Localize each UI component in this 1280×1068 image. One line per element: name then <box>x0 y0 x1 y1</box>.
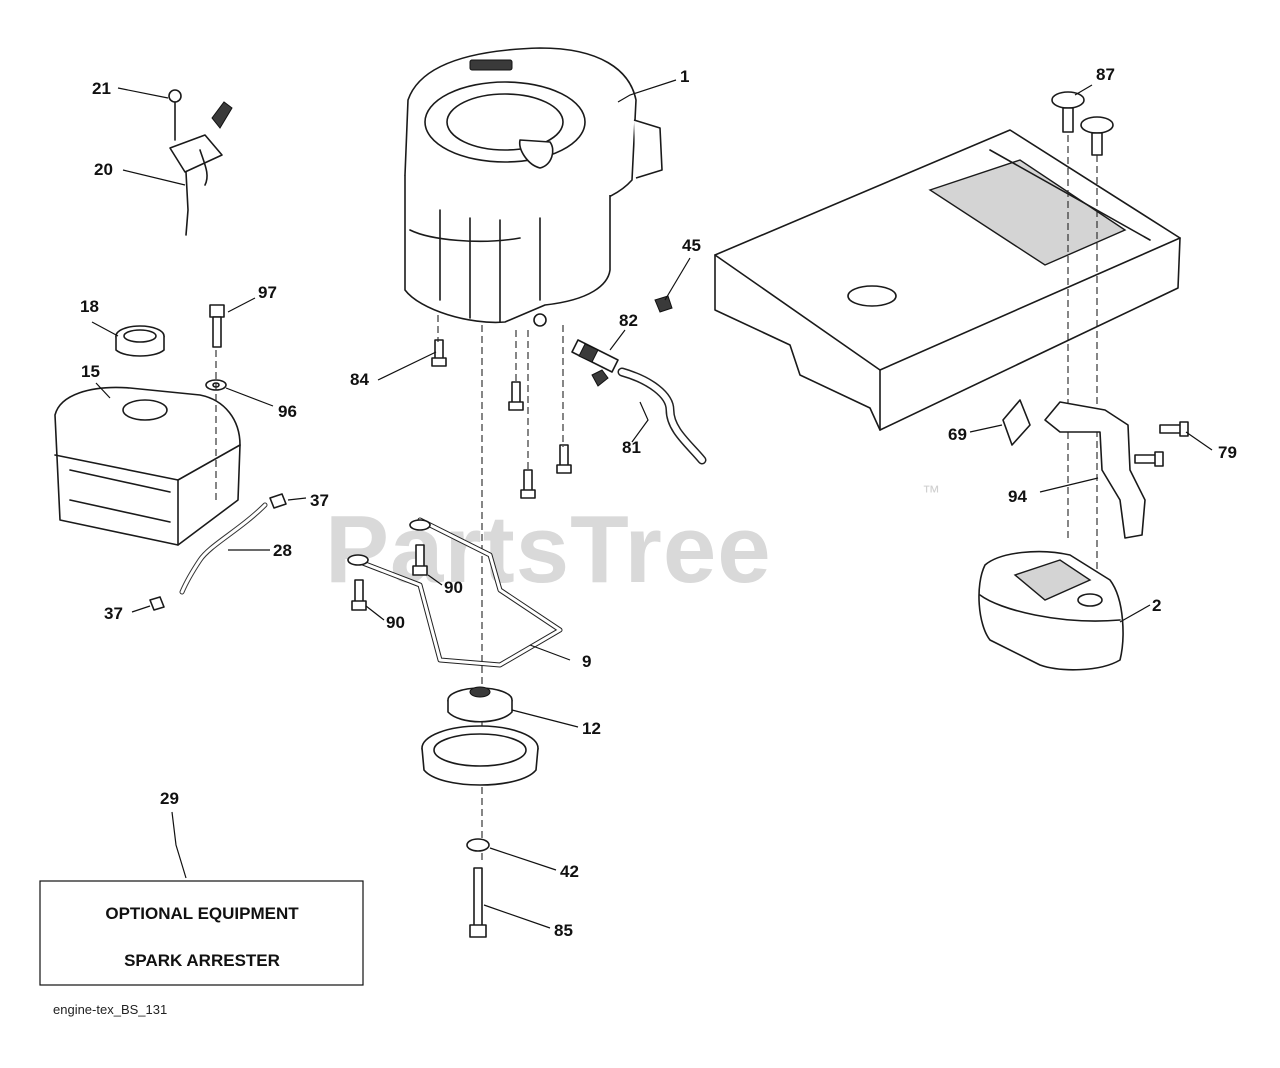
spark-arrester-label: SPARK ARRESTER <box>124 951 280 970</box>
fuel-tank[interactable] <box>54 386 241 546</box>
pulley-small[interactable] <box>447 686 513 723</box>
callout-94[interactable]: 94 <box>1008 487 1027 506</box>
callout-1[interactable]: 1 <box>680 67 689 86</box>
watermark: PartsTree <box>325 496 772 603</box>
bracket-9[interactable] <box>347 517 563 668</box>
callout-81[interactable]: 81 <box>622 438 641 457</box>
callout-29[interactable]: 29 <box>160 789 179 808</box>
callout-97[interactable]: 97 <box>258 283 277 302</box>
callout-90-top[interactable]: 90 <box>444 578 463 597</box>
callout-21[interactable]: 21 <box>92 79 111 98</box>
fuel-cap[interactable] <box>115 325 165 357</box>
knobs-87[interactable] <box>1051 91 1114 156</box>
gasket-69[interactable] <box>1002 399 1031 446</box>
callout-69[interactable]: 69 <box>948 425 967 444</box>
pulley-large[interactable] <box>421 725 539 786</box>
callout-45[interactable]: 45 <box>682 236 701 255</box>
callout-79[interactable]: 79 <box>1218 443 1237 462</box>
bolts-90[interactable] <box>351 544 428 611</box>
callout-20[interactable]: 20 <box>94 160 113 179</box>
washer-42[interactable] <box>466 838 490 852</box>
fuel-filter[interactable] <box>533 313 619 387</box>
callout-87[interactable]: 87 <box>1096 65 1115 84</box>
throttle-control[interactable] <box>168 89 233 236</box>
optional-equipment-box: OPTIONAL EQUIPMENT SPARK ARRESTER <box>39 880 364 986</box>
hose-81[interactable] <box>617 367 707 465</box>
bolts-79[interactable] <box>1134 421 1189 467</box>
callout-90-bottom[interactable]: 90 <box>386 613 405 632</box>
callout-37-bottom[interactable]: 37 <box>104 604 123 623</box>
leader-lines <box>91 79 1213 929</box>
callout-18[interactable]: 18 <box>80 297 99 316</box>
muffler[interactable] <box>978 550 1124 671</box>
watermark-trademark: ™ <box>922 482 940 502</box>
callout-82[interactable]: 82 <box>619 311 638 330</box>
callout-37-top[interactable]: 37 <box>310 491 329 510</box>
callout-28[interactable]: 28 <box>273 541 292 560</box>
callout-85[interactable]: 85 <box>554 921 573 940</box>
callout-12[interactable]: 12 <box>582 719 601 738</box>
callout-9[interactable]: 9 <box>582 652 591 671</box>
fuel-hose[interactable] <box>149 493 287 611</box>
callout-84[interactable]: 84 <box>350 370 369 389</box>
callout-15[interactable]: 15 <box>81 362 100 381</box>
callout-42[interactable]: 42 <box>560 862 579 881</box>
exhaust-pipe[interactable] <box>1044 401 1146 539</box>
bolt-85[interactable] <box>469 867 487 938</box>
optional-equipment-label: OPTIONAL EQUIPMENT <box>105 904 299 923</box>
callout-96[interactable]: 96 <box>278 402 297 421</box>
engine-bolts[interactable] <box>431 339 572 499</box>
plug-45[interactable] <box>654 295 673 313</box>
callout-2[interactable]: 2 <box>1152 596 1161 615</box>
engine[interactable] <box>404 47 663 324</box>
drawing-code: engine-tex_BS_131 <box>53 1002 167 1017</box>
chassis-frame[interactable] <box>714 129 1181 431</box>
bolt-97[interactable] <box>209 304 225 348</box>
